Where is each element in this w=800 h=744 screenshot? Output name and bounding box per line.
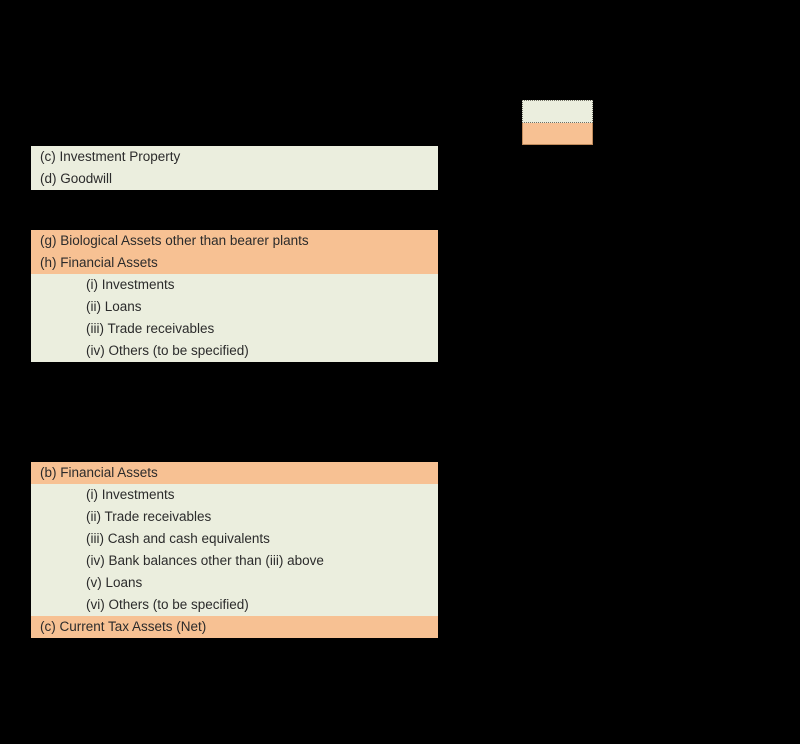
text-block-investment-property: (c) Investment Property(d) Goodwill bbox=[31, 146, 438, 190]
legend-swatch-normal bbox=[522, 100, 593, 123]
list-item: (iii) Trade receivables bbox=[31, 318, 438, 340]
list-item: (iii) Cash and cash equivalents bbox=[31, 528, 438, 550]
list-item: (i) Investments bbox=[31, 484, 438, 506]
legend-swatch-highlight bbox=[522, 123, 593, 145]
list-item: (g) Biological Assets other than bearer … bbox=[31, 230, 438, 252]
color-key-legend bbox=[522, 100, 593, 145]
list-item: (c) Investment Property bbox=[31, 146, 438, 168]
list-item: (iv) Others (to be specified) bbox=[31, 340, 438, 362]
list-item: (i) Investments bbox=[31, 274, 438, 296]
list-item: (d) Goodwill bbox=[31, 168, 438, 190]
text-block-biological-financial-assets: (g) Biological Assets other than bearer … bbox=[31, 230, 438, 362]
text-block-current-financial-assets: (b) Financial Assets(i) Investments(ii) … bbox=[31, 462, 438, 638]
list-item: (c) Current Tax Assets (Net) bbox=[31, 616, 438, 638]
list-item: (ii) Loans bbox=[31, 296, 438, 318]
list-item: (ii) Trade receivables bbox=[31, 506, 438, 528]
list-item: (iv) Bank balances other than (iii) abov… bbox=[31, 550, 438, 572]
list-item: (vi) Others (to be specified) bbox=[31, 594, 438, 616]
list-item: (v) Loans bbox=[31, 572, 438, 594]
list-item: (b) Financial Assets bbox=[31, 462, 438, 484]
list-item: (h) Financial Assets bbox=[31, 252, 438, 274]
